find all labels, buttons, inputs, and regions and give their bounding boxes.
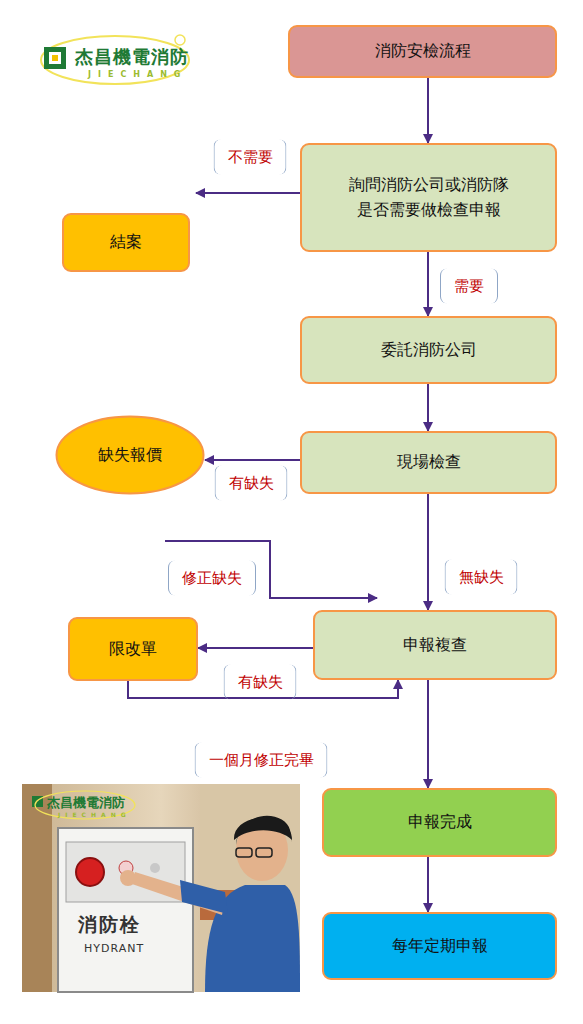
process-box: 委託消防公司 <box>300 316 557 384</box>
photo <box>22 784 300 992</box>
process-box: 每年定期申報 <box>322 912 557 980</box>
process-box: 限改單 <box>68 617 198 681</box>
process-box: 結案 <box>62 213 190 272</box>
flow-arrow <box>427 857 429 912</box>
ellipse-shape <box>57 417 204 494</box>
leader-label: 修正缺失 <box>168 561 256 596</box>
process-box: 現場檢查 <box>300 431 557 494</box>
node-text: 委託消防公司 <box>381 338 477 363</box>
process-box: 申報複查 <box>313 610 557 680</box>
logo-dot <box>175 35 185 45</box>
terminal-ellipse: 缺失報價 <box>55 415 205 495</box>
flow-arrow <box>196 192 300 194</box>
node-text: 缺失報價 <box>98 443 162 468</box>
logo-mark <box>44 47 66 69</box>
photo-wall <box>22 784 300 992</box>
indicator-light <box>150 863 160 873</box>
cabinet-text: 消防栓 <box>78 912 141 938</box>
edge-label: 需要 <box>440 269 498 304</box>
node-text: 詢問消防公司或消防隊 是否需要做檢查申報 <box>338 173 519 223</box>
node-text: 消防安檢流程 <box>375 39 471 64</box>
person-hand <box>120 870 136 886</box>
edge-label: 不需要 <box>214 140 287 175</box>
process-box: 詢問消防公司或消防隊 是否需要做檢查申報 <box>300 143 557 252</box>
person-glasses <box>236 848 252 857</box>
person-sleeve <box>180 880 228 914</box>
logo-subtext: JIECHANG <box>88 70 187 79</box>
flow-arrow <box>427 384 429 431</box>
person-hair <box>234 817 292 840</box>
node-text: 每年定期申報 <box>392 934 488 959</box>
photo-logo-text: 杰昌機電消防 <box>47 794 125 812</box>
cabinet-subtext: HYDRANT <box>84 942 144 955</box>
edge-label: 無缺失 <box>445 560 518 595</box>
alarm-button <box>76 858 104 886</box>
process-box: 申報完成 <box>322 788 557 857</box>
logo-mark-core <box>52 55 58 61</box>
photo-wall-right <box>200 784 300 992</box>
flow-arrow <box>427 78 429 143</box>
process-box: 消防安檢流程 <box>288 25 557 78</box>
node-text: 結案 <box>110 230 142 255</box>
node-text: 現場檢查 <box>397 450 461 475</box>
node-text: 申報完成 <box>408 810 472 835</box>
photo-logo-subtext: JIECHANG <box>58 811 131 818</box>
hydrant-cabinet <box>58 828 193 992</box>
edge-label: 有缺失 <box>224 665 297 700</box>
node-text: 申報複查 <box>403 633 467 658</box>
flow-arrow <box>427 680 429 788</box>
leader-line <box>165 541 377 598</box>
logo-mark-inner <box>49 52 61 64</box>
photo-pillar <box>22 784 52 992</box>
person-glasses <box>256 848 272 857</box>
node-text: 限改單 <box>109 637 157 662</box>
edge-label: 一個月修正完畢 <box>195 743 328 778</box>
edge-label: 有缺失 <box>215 466 288 501</box>
photo-logo-ring <box>35 791 135 819</box>
logo-ring <box>41 36 189 84</box>
flow-arrow <box>427 494 429 610</box>
flow-arrow <box>205 459 300 461</box>
flow-arrow <box>198 647 313 649</box>
logo-text: 杰昌機電消防 <box>75 45 189 69</box>
flow-arrow <box>427 252 429 316</box>
